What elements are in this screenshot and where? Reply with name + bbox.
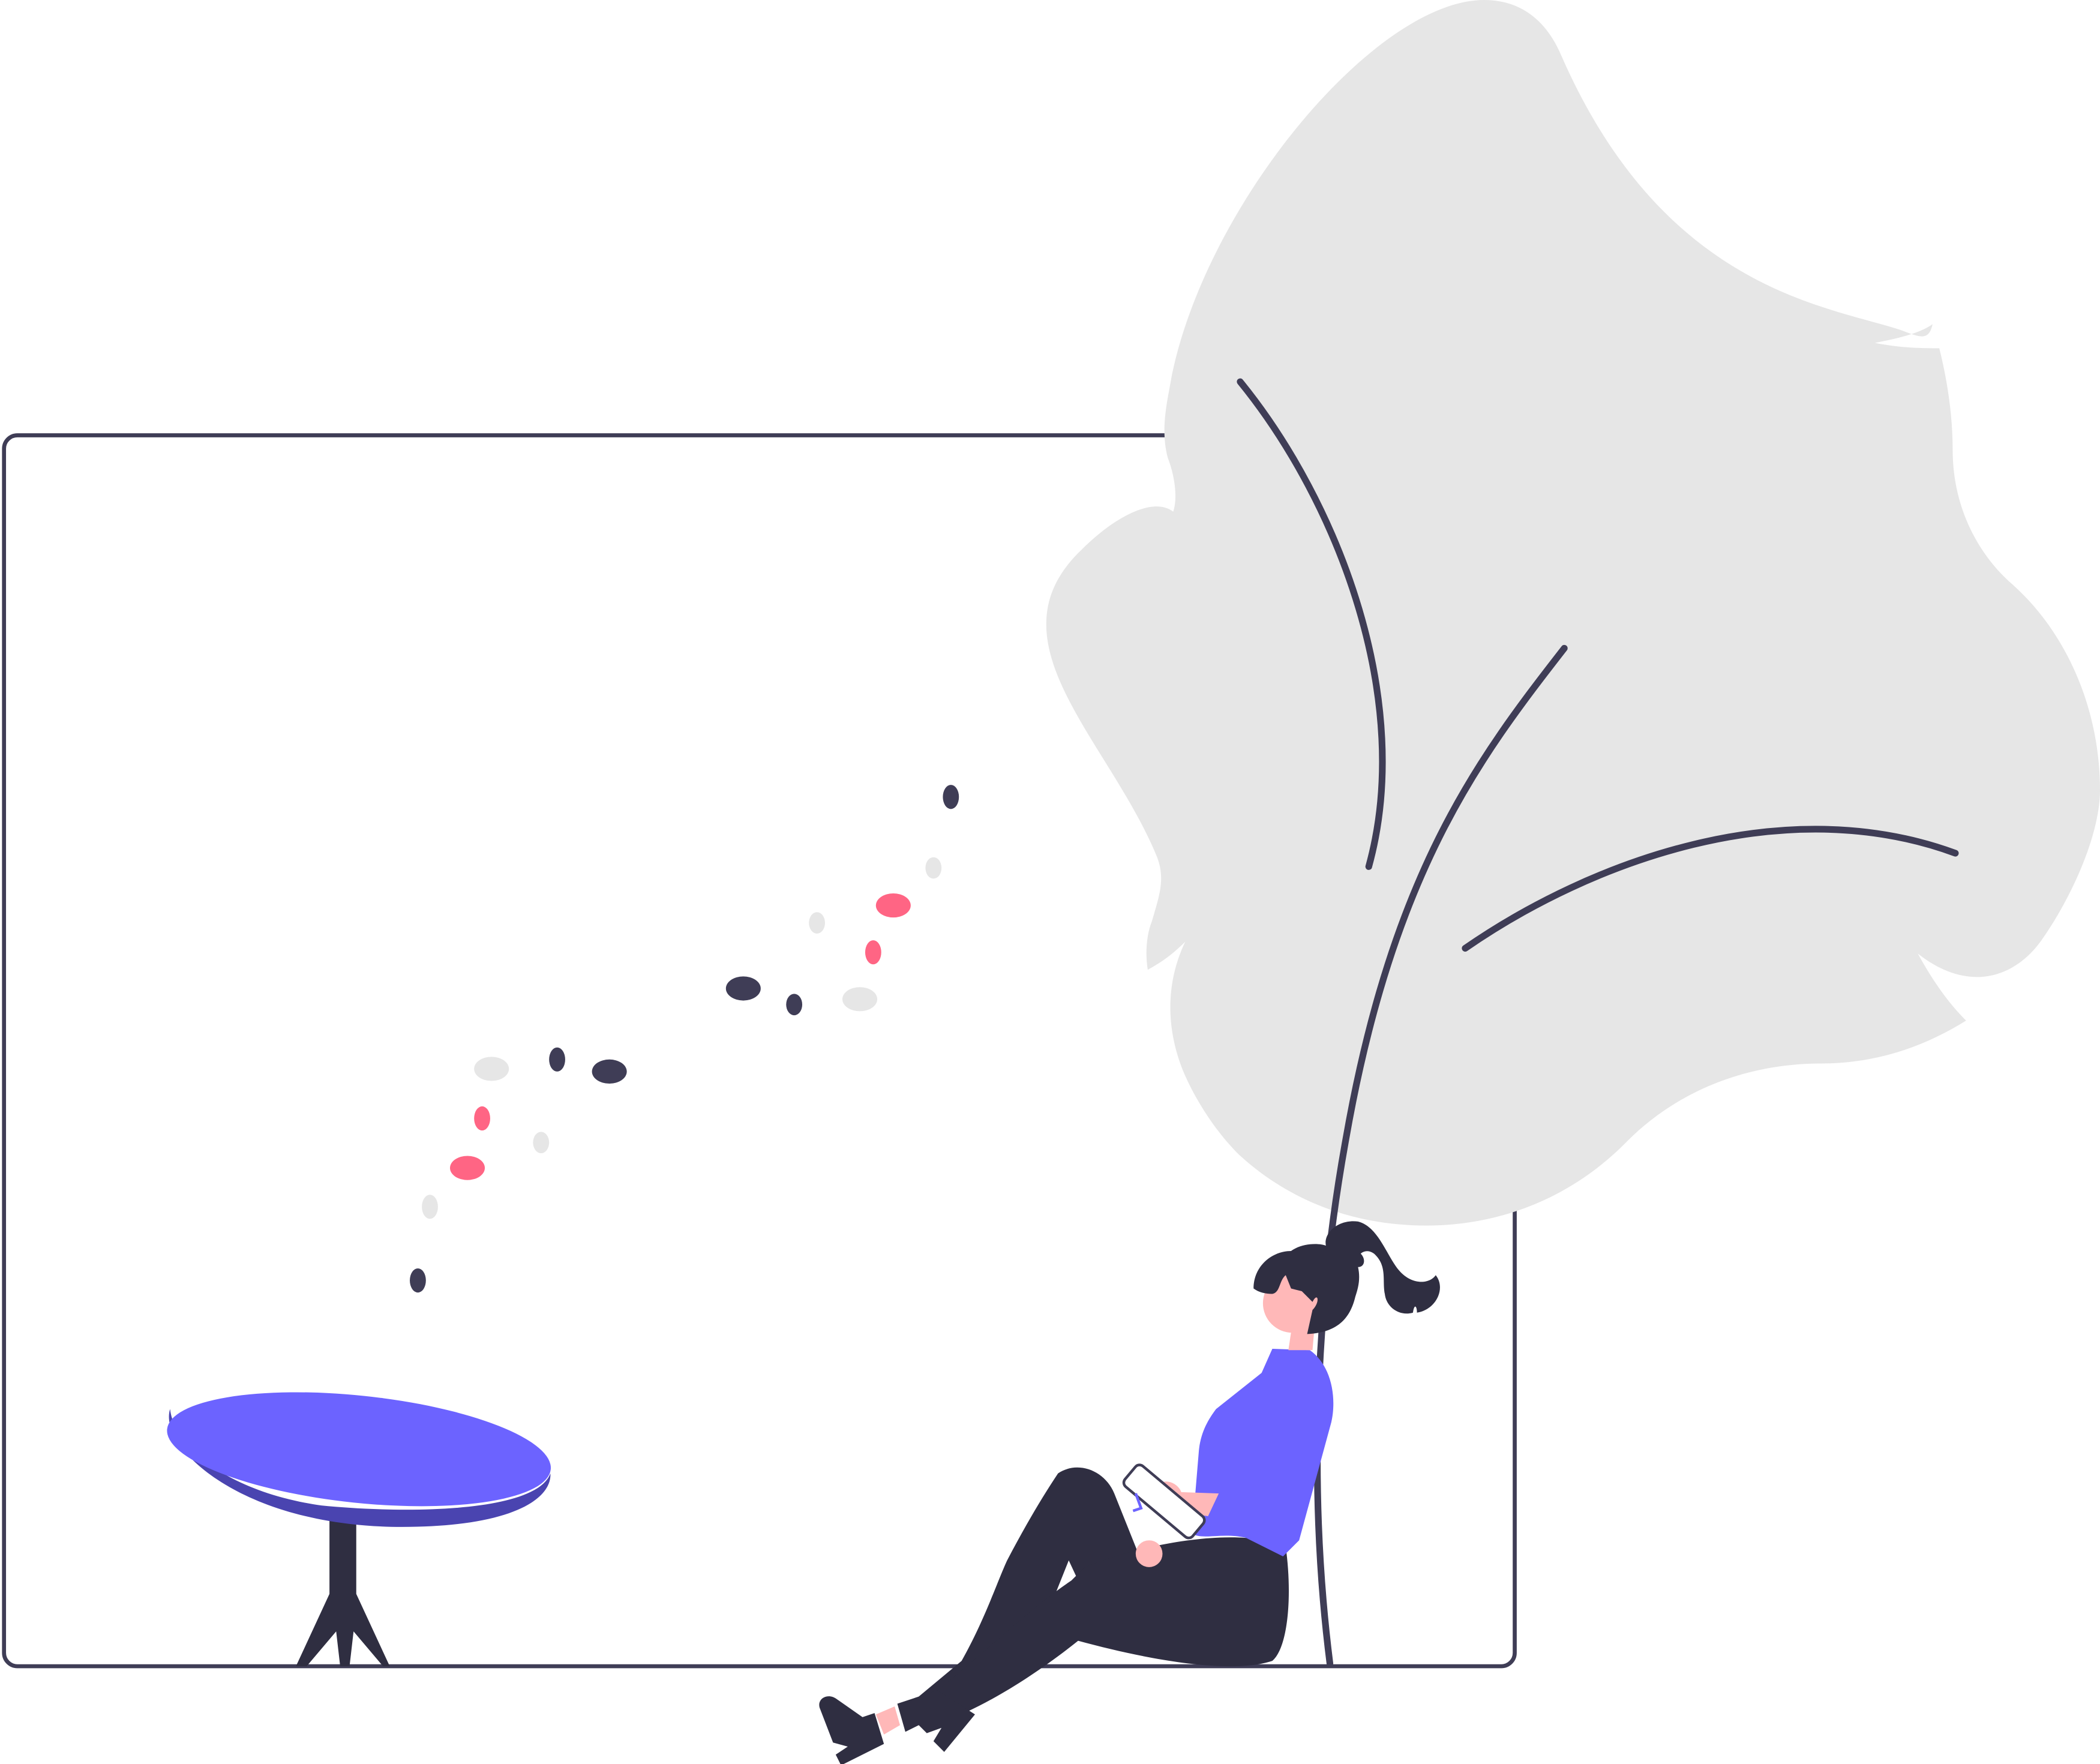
table-post	[329, 1511, 356, 1602]
dot	[943, 785, 959, 809]
dot	[474, 1057, 509, 1081]
dot	[875, 893, 911, 918]
dot	[925, 857, 942, 879]
person-pants	[937, 1537, 1289, 1712]
big-leaf	[1046, 0, 2100, 1226]
person-back-leg	[913, 1467, 1141, 1728]
stem-left	[1237, 378, 1386, 870]
dot	[842, 987, 878, 1012]
person-hair	[1253, 1221, 1440, 1334]
person-shoe-back	[897, 1690, 975, 1752]
stem-main	[1313, 644, 1568, 1667]
side-table	[167, 1392, 551, 1667]
table-rim	[169, 1409, 551, 1527]
dot	[549, 1047, 565, 1072]
person-ankle	[875, 1706, 900, 1735]
table-legs	[296, 1594, 390, 1667]
tablet-mark	[1132, 1493, 1143, 1513]
dot	[725, 976, 761, 1001]
stem-right	[1462, 826, 1959, 952]
person-shoe-front	[819, 1696, 884, 1764]
person-shirt	[1192, 1348, 1334, 1556]
dot	[450, 1156, 485, 1180]
dot	[809, 912, 825, 934]
dot	[592, 1059, 627, 1084]
dot	[533, 1132, 550, 1154]
dot	[410, 1268, 426, 1293]
person-sitting	[819, 1221, 1440, 1764]
dot	[865, 940, 881, 965]
floating-dots	[410, 785, 959, 1293]
dot	[474, 1106, 490, 1131]
table-top	[167, 1392, 551, 1507]
dot	[422, 1195, 438, 1219]
person-hand	[1135, 1540, 1163, 1567]
person-tablet	[1122, 1463, 1206, 1540]
dot	[786, 994, 803, 1016]
plant-stems	[1237, 378, 1959, 1667]
